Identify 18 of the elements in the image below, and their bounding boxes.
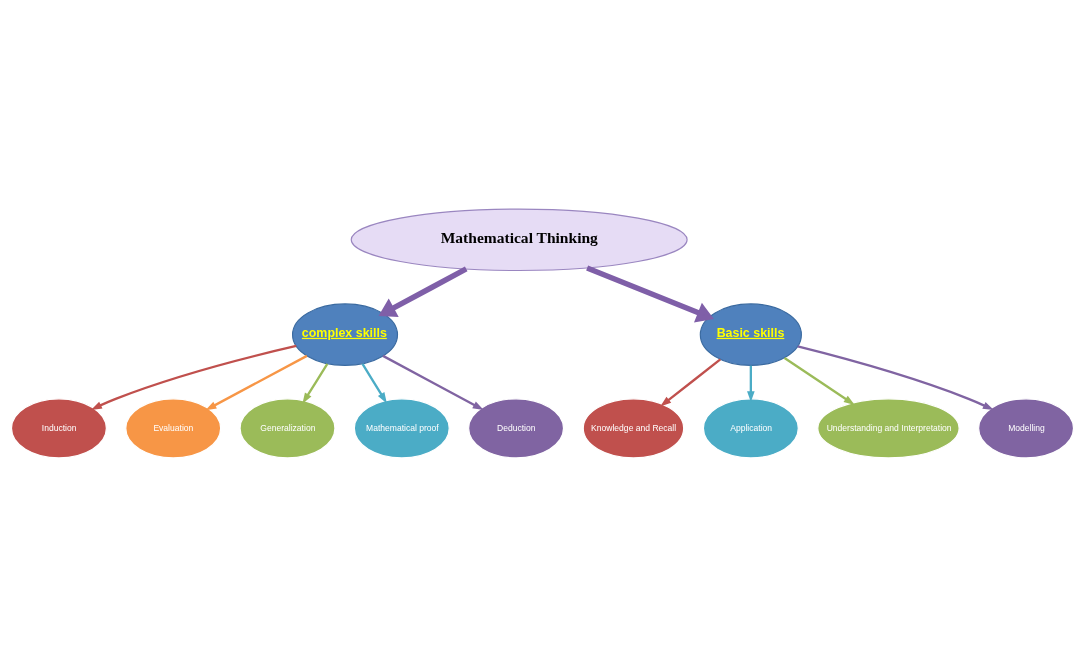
- arrow: [783, 357, 855, 405]
- arrow: [797, 345, 994, 411]
- arrow: [382, 354, 484, 411]
- node-ellipse: Understanding and Interpretation: [817, 398, 960, 459]
- arrow: [361, 363, 387, 404]
- arrow: [378, 266, 468, 318]
- node-ellipse: Application: [702, 398, 799, 459]
- node-ellipse: Mathematical proof: [353, 398, 450, 459]
- arrow: [205, 354, 308, 411]
- node-ellipse: Mathematical Thinking: [350, 208, 688, 272]
- node-ellipse: complex skills: [291, 303, 399, 366]
- arrow: [586, 265, 714, 323]
- arrow: [747, 365, 755, 403]
- node-ellipse: Basic skills: [699, 303, 802, 366]
- arrow: [302, 363, 329, 404]
- node-ellipse: Generalization: [239, 398, 336, 459]
- arrow: [91, 344, 297, 410]
- arrow: [660, 358, 722, 407]
